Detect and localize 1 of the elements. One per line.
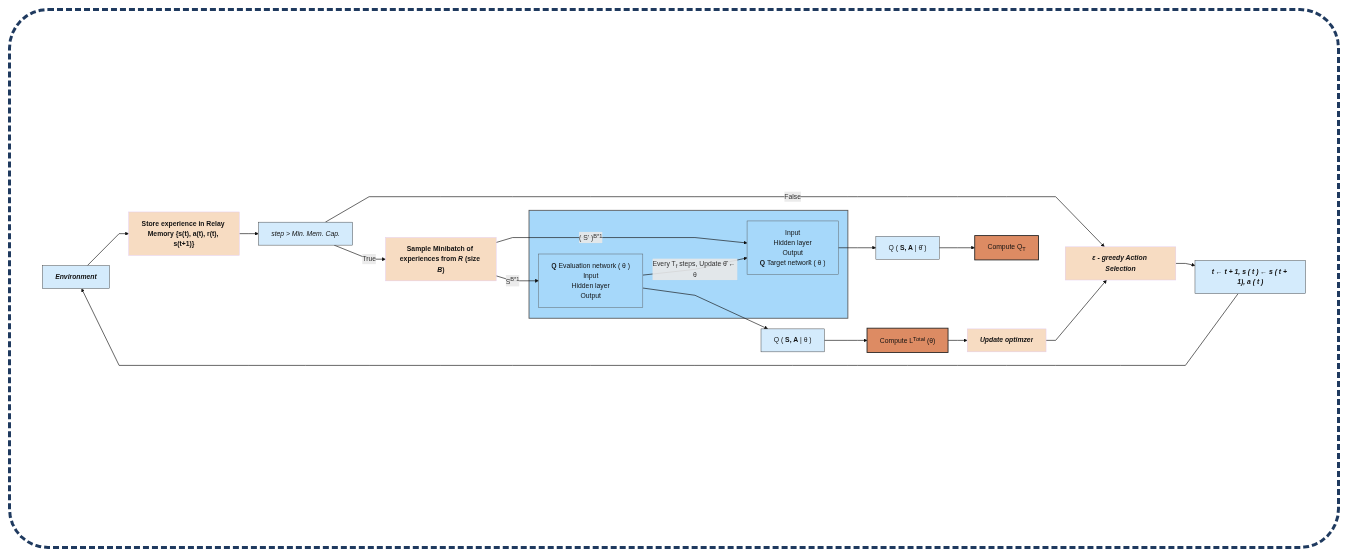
cluster (528, 209, 849, 319)
